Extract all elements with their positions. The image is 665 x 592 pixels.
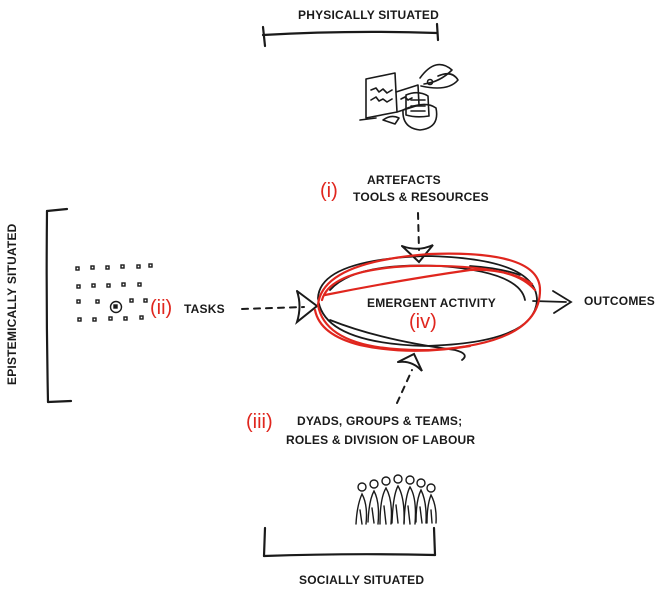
marker-i: (i) — [320, 180, 338, 202]
artefacts-arrow — [401, 212, 434, 264]
task-grid-icon — [75, 263, 153, 322]
outcomes-label: OUTCOMES — [584, 294, 655, 308]
emergent-activity-label: EMERGENT ACTIVITY — [367, 296, 496, 310]
physically-situated-label: PHYSICALLY SITUATED — [298, 8, 439, 22]
marker-ii: (ii) — [150, 297, 173, 319]
tools-resources-label: TOOLS & RESOURCES — [353, 190, 489, 204]
epistemic-bracket — [45, 207, 73, 404]
marker-iv: (iv) — [409, 311, 437, 333]
epistemically-situated-label: EPISTEMICALLY SITUATED — [5, 223, 19, 385]
socially-situated-label: SOCIALLY SITUATED — [299, 573, 425, 587]
artefacts-sketch-icon — [359, 63, 459, 131]
tasks-label: TASKS — [184, 302, 225, 316]
tasks-arrow — [241, 290, 319, 325]
physical-bracket — [261, 22, 440, 48]
people-group-icon — [355, 474, 437, 525]
epistemically-situated-label-wrap: EPISTEMICALLY SITUATED — [5, 223, 21, 385]
artefacts-label: ARTEFACTS — [367, 173, 441, 187]
dyads-label: DYADS, GROUPS & TEAMS; — [297, 414, 463, 428]
highlight-ellipse — [313, 252, 542, 352]
roles-label: ROLES & DIVISION OF LABOUR — [286, 433, 476, 447]
social-bracket — [262, 526, 437, 558]
marker-iii: (iii) — [246, 411, 273, 433]
social-arrow — [396, 352, 423, 404]
